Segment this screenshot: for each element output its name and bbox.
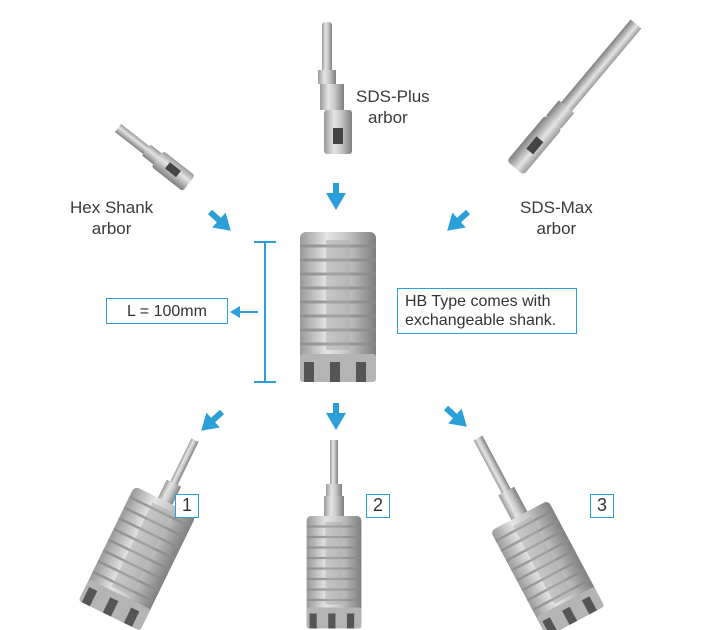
variant-3-number: 3 [590, 494, 614, 518]
length-pointer-arrow [230, 306, 240, 318]
hb-type-note-box: HB Type comes with exchangeable shank. [397, 288, 577, 334]
hex-shank-label-line-2: arbor [91, 219, 132, 238]
sds-max-label: SDS-Max arbor [520, 197, 593, 239]
variant-1-assembly-image [77, 438, 199, 630]
length-label-box: L = 100mm [106, 298, 228, 324]
sds-plus-label-line-1: SDS-Plus [356, 87, 430, 106]
hb-type-note-line-2: exchangeable shank. [405, 312, 557, 329]
variant-3-assembly-image [473, 435, 606, 630]
hex-shank-arbor-image [114, 124, 194, 191]
sds-max-arbor-image [508, 19, 642, 174]
sds-max-label-line-1: SDS-Max [520, 198, 593, 217]
variant-2-number: 2 [366, 494, 390, 518]
sds-plus-label: SDS-Plus arbor [356, 86, 430, 128]
input-arrows [207, 183, 471, 231]
sds-plus-label-line-2: arbor [368, 108, 408, 127]
variant-2-assembly-image [305, 440, 363, 630]
variant-1-number: 1 [175, 494, 199, 518]
sds-plus-arbor-image [318, 22, 352, 154]
length-dimension-bracket [236, 241, 276, 383]
hb-type-note-line-1: HB Type comes with [405, 293, 551, 310]
hex-shank-label-line-1: Hex Shank [70, 198, 154, 217]
sds-max-label-line-2: arbor [536, 219, 577, 238]
hex-shank-label: Hex Shank arbor [70, 197, 153, 239]
output-arrows [201, 403, 467, 431]
center-core-bit-image [298, 230, 378, 384]
